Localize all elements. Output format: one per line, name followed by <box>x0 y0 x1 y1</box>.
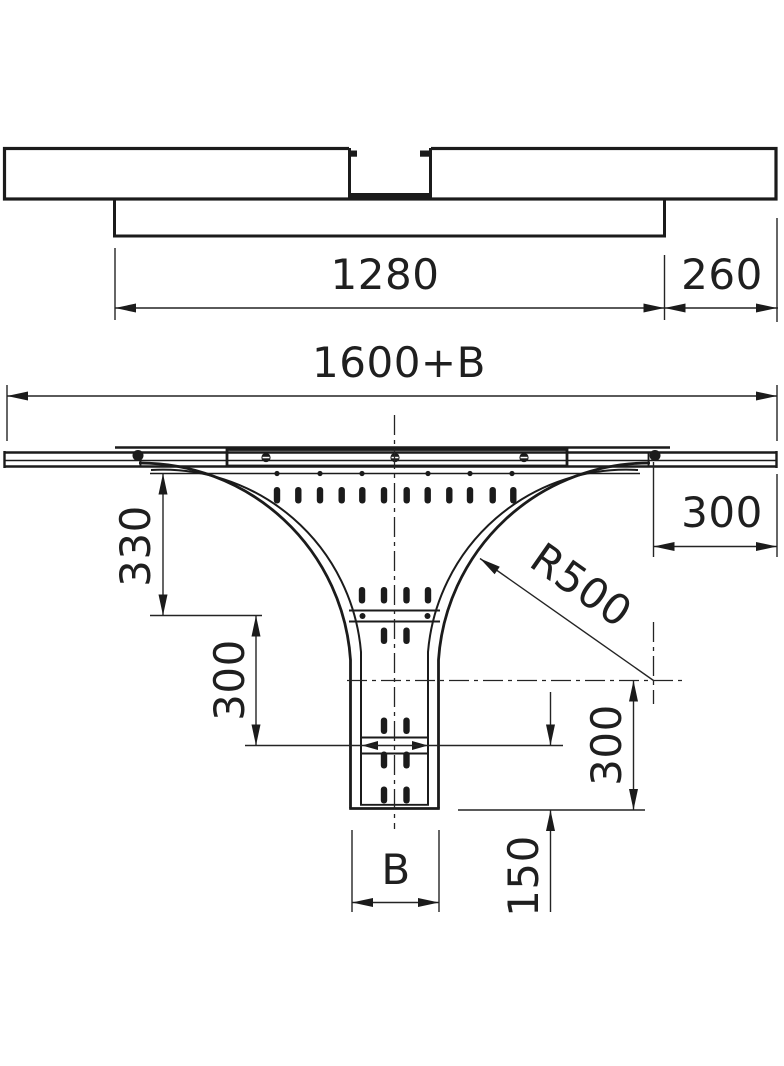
left-inner-curve <box>150 468 362 805</box>
overall-dimension: 1600+B <box>6 338 778 441</box>
centerlines <box>347 415 686 829</box>
side-view-dimensions: 1280 260 <box>114 218 778 322</box>
right-outer-curve <box>437 461 651 809</box>
left-junction-rivet <box>132 450 144 461</box>
dim-150-label: 150 <box>499 835 548 917</box>
dim-300-left-label: 300 <box>205 639 254 721</box>
splice-plate <box>225 448 569 468</box>
notch-right-tab <box>420 150 429 157</box>
dim-330-label: 330 <box>111 505 160 587</box>
side-view-lower-plate <box>113 197 666 238</box>
perforation-slots-row1 <box>273 487 517 504</box>
dim-300-right-horizontal-label: 300 <box>681 488 763 537</box>
notch-opening <box>349 144 431 152</box>
right-inner-curve <box>427 468 639 805</box>
side-view-body <box>2 146 778 201</box>
dim-branch-width-label: B <box>381 845 410 894</box>
dim-300-right-vertical-label: 300 <box>582 704 631 786</box>
perforation-slots-row2 <box>358 587 432 604</box>
left-outer-curve <box>138 461 352 809</box>
plan-view <box>3 446 778 810</box>
dim-r500-label: R500 <box>522 533 641 637</box>
flange-rivet-dots <box>274 470 515 477</box>
dim-260-label: 260 <box>681 250 763 299</box>
plan-view-dimensions: 330 300 R500 300 300 150 <box>111 462 778 917</box>
dim-1280-label: 1280 <box>331 250 440 299</box>
notch-left-tab <box>348 150 357 157</box>
right-junction-rivet <box>649 450 661 461</box>
dim-overall-label: 1600+B <box>312 338 486 387</box>
perforation-slots-branch <box>380 627 410 804</box>
side-view <box>2 144 778 238</box>
